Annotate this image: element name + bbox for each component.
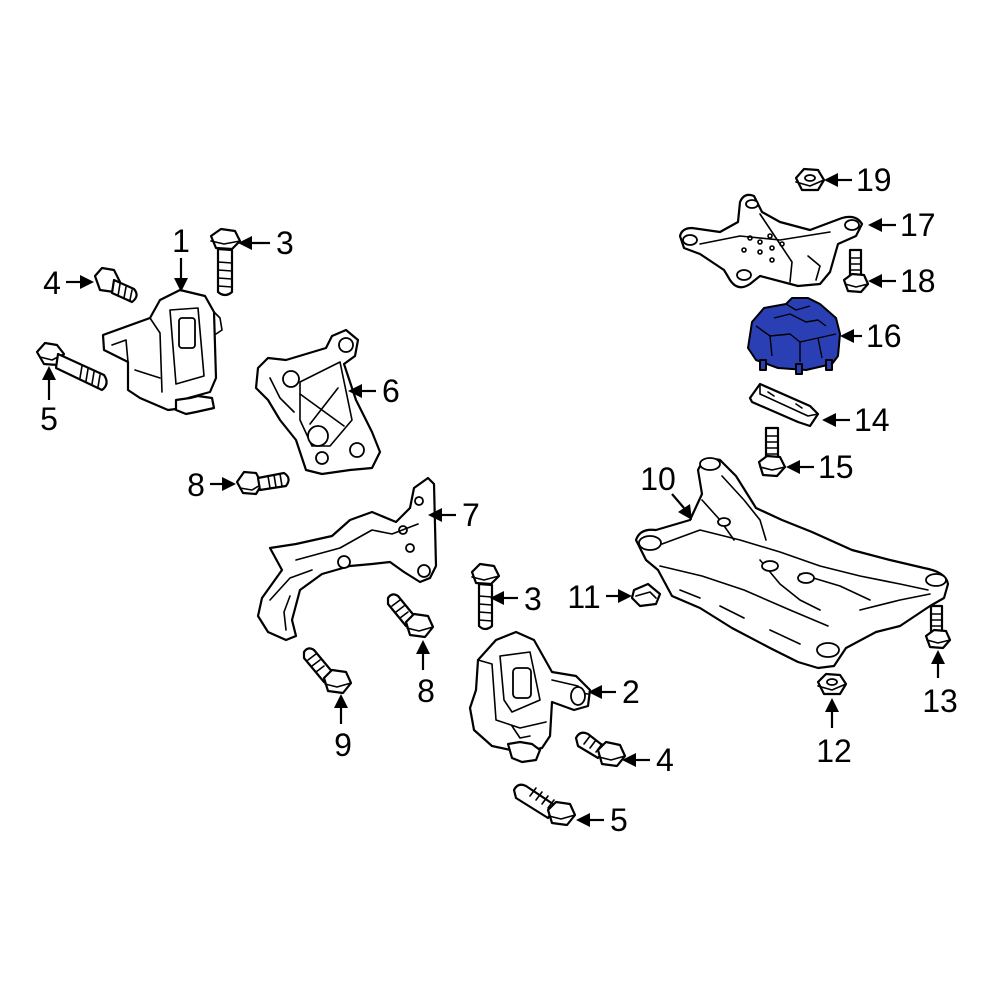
callout-label: 8: [187, 467, 205, 503]
callout-label: 9: [334, 727, 352, 763]
callout-label: 8: [417, 673, 435, 709]
callout-label: 4: [656, 742, 674, 778]
callout-4-upper: 4: [43, 265, 94, 301]
bolt-part-3-lower[interactable]: [470, 562, 501, 631]
bolt-part-18[interactable]: [842, 248, 870, 294]
engine-mount-part-1[interactable]: [101, 288, 223, 416]
callout-2: 2: [588, 674, 640, 710]
callout-label: 4: [43, 265, 61, 301]
callout-15: 15: [786, 449, 854, 485]
callout-5-lower: 5: [576, 802, 628, 838]
callout-14: 14: [822, 402, 890, 438]
callout-label: 16: [866, 318, 902, 354]
clip-part-11[interactable]: [630, 582, 662, 608]
callout-17: 17: [868, 207, 936, 243]
callout-3-lower: 3: [490, 581, 542, 617]
nut-part-19[interactable]: [794, 167, 826, 192]
bracket-part-7[interactable]: [256, 476, 438, 642]
callout-13: 13: [922, 650, 958, 719]
callout-6: 6: [348, 373, 400, 409]
callout-label: 11: [567, 579, 600, 615]
plate-part-14[interactable]: [748, 382, 820, 428]
mount-part-16-highlighted[interactable]: [747, 297, 841, 375]
bolt-part-4-upper[interactable]: [93, 266, 138, 304]
callout-7: 7: [428, 497, 480, 533]
bolt-part-9[interactable]: [302, 647, 353, 695]
subframe-part-10[interactable]: [634, 457, 950, 670]
mount-bracket-part-6[interactable]: [254, 328, 382, 476]
callout-label: 18: [900, 263, 936, 299]
callout-19: 19: [824, 162, 892, 198]
mount-bracket-part-17[interactable]: [678, 193, 864, 289]
callout-label: 12: [816, 733, 852, 769]
callout-label: 13: [922, 683, 958, 719]
callout-label: 5: [40, 401, 58, 437]
callout-label: 19: [856, 162, 892, 198]
callout-label: 2: [622, 674, 640, 710]
callout-3-upper: 3: [238, 225, 294, 261]
callout-label: 6: [382, 373, 400, 409]
callout-label: 10: [640, 461, 676, 497]
bolt-part-4-lower[interactable]: [574, 731, 627, 768]
callout-11: 11: [567, 579, 632, 615]
bolt-part-8-upper[interactable]: [235, 470, 290, 496]
bolt-part-5-left[interactable]: [35, 341, 108, 392]
callout-1: 1: [172, 223, 190, 292]
callout-8-upper: 8: [187, 467, 236, 503]
bolt-part-8-lower[interactable]: [386, 593, 435, 639]
callout-label: 3: [524, 581, 542, 617]
callout-8-lower: 8: [416, 640, 435, 709]
callout-5-left: 5: [40, 366, 58, 437]
callout-label: 1: [172, 223, 190, 259]
callout-label: 14: [854, 402, 890, 438]
bolt-part-5-lower[interactable]: [512, 783, 577, 827]
callout-label: 7: [462, 497, 480, 533]
callout-18: 18: [868, 263, 936, 299]
callout-4-lower: 4: [622, 742, 674, 778]
callout-9: 9: [334, 694, 352, 763]
callout-label: 5: [610, 802, 628, 838]
bolt-part-13[interactable]: [924, 604, 952, 650]
callout-12: 12: [816, 698, 852, 769]
transmission-mount-part-2[interactable]: [468, 630, 592, 764]
callout-label: 15: [818, 449, 854, 485]
callout-label: 3: [276, 225, 294, 261]
callout-16: 16: [840, 318, 902, 354]
nut-part-12[interactable]: [816, 672, 848, 696]
bolt-part-3-upper[interactable]: [209, 227, 242, 297]
callout-10: 10: [640, 461, 692, 520]
bolt-part-15[interactable]: [757, 426, 787, 478]
callout-label: 17: [900, 207, 936, 243]
